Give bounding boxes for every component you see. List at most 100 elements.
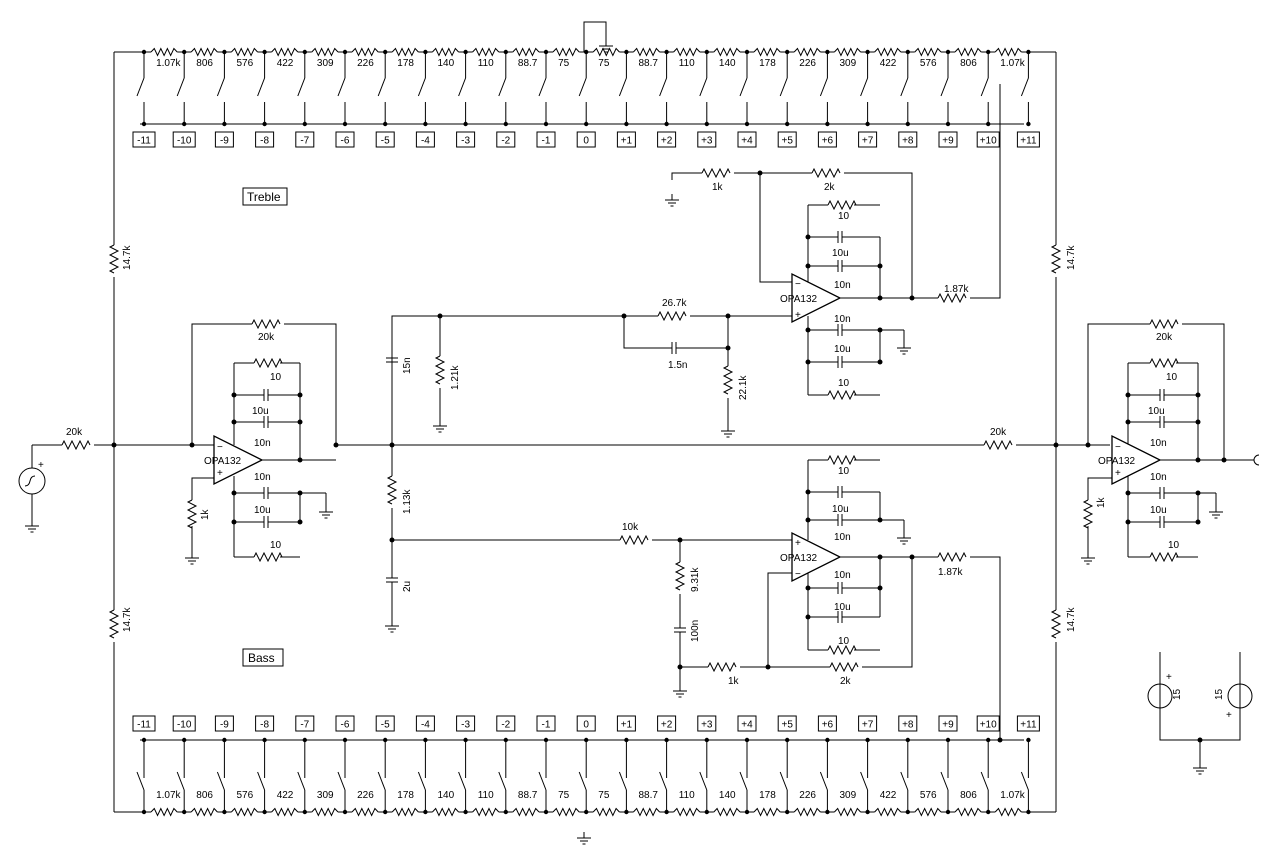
svg-text:+11: +11 xyxy=(1020,720,1037,731)
tone-switch-+9[interactable] xyxy=(940,740,949,812)
tone-switch-+8[interactable] xyxy=(900,52,909,124)
opamp-bass: +− OPA132 xyxy=(780,531,842,583)
tone-switch--5[interactable] xyxy=(377,740,386,812)
svg-text:20k: 20k xyxy=(990,427,1007,438)
tone-switch--1[interactable] xyxy=(538,740,547,812)
tone-switch-+10[interactable] xyxy=(980,740,989,812)
svg-text:10u: 10u xyxy=(834,344,851,355)
switch-position-+2: +2 xyxy=(657,715,677,732)
tone-switch-+2[interactable] xyxy=(659,52,668,124)
switch-position--11: -11 xyxy=(132,715,156,732)
svg-text:10n: 10n xyxy=(834,570,851,581)
svg-text:10u: 10u xyxy=(832,248,849,259)
svg-text:-1: -1 xyxy=(542,136,551,147)
tone-switch--4[interactable] xyxy=(417,740,426,812)
signal-source: + xyxy=(18,460,46,495)
ladder-resistor xyxy=(633,807,660,817)
svg-text:1k: 1k xyxy=(200,508,211,520)
ladder-value-label: 1.07k xyxy=(156,58,181,69)
switch-position--6: -6 xyxy=(335,715,355,732)
tone-switch--8[interactable] xyxy=(257,52,266,124)
switch-position-+6: +6 xyxy=(817,131,837,148)
svg-text:+: + xyxy=(1226,710,1232,721)
svg-text:-10: -10 xyxy=(177,720,192,731)
ladder-value-label: 178 xyxy=(397,790,414,801)
ladder-value-label: 88.7 xyxy=(639,790,659,801)
ladder-resistor xyxy=(432,807,459,817)
tone-switch--2[interactable] xyxy=(498,740,507,812)
tone-switch-+6[interactable] xyxy=(819,740,828,812)
svg-text:10: 10 xyxy=(1168,540,1180,551)
ladder-value-label: 576 xyxy=(237,58,254,69)
svg-text:+3: +3 xyxy=(701,136,713,147)
tone-switch-+7[interactable] xyxy=(860,740,869,812)
tone-switch--2[interactable] xyxy=(498,52,507,124)
switch-position--8: -8 xyxy=(255,715,275,732)
tone-switch--5[interactable] xyxy=(377,52,386,124)
tone-switch-+2[interactable] xyxy=(659,740,668,812)
tone-switch-+10[interactable] xyxy=(980,52,989,124)
tone-switch-+3[interactable] xyxy=(699,740,708,812)
tone-switch-+4[interactable] xyxy=(739,740,748,812)
tone-switch-+1[interactable] xyxy=(618,52,627,124)
ladder-value-label: 75 xyxy=(558,58,570,69)
tone-switch--1[interactable] xyxy=(538,52,547,124)
tone-switch-+5[interactable] xyxy=(779,52,788,124)
tone-switch-+9[interactable] xyxy=(940,52,949,124)
ladder-value-label: 422 xyxy=(880,790,897,801)
svg-text:10: 10 xyxy=(1166,372,1178,383)
tone-switch-+4[interactable] xyxy=(739,52,748,124)
tone-switch--7[interactable] xyxy=(297,52,306,124)
svg-text:10: 10 xyxy=(838,466,850,477)
ladder-resistor xyxy=(512,47,540,57)
svg-text:+9: +9 xyxy=(942,720,954,731)
ladder-value-label: 806 xyxy=(196,58,213,69)
tone-switch--10[interactable] xyxy=(176,740,185,812)
tone-switch-0[interactable] xyxy=(578,52,587,124)
tone-switch--7[interactable] xyxy=(297,740,306,812)
switch-position-+3: +3 xyxy=(697,131,717,148)
ladder-value-label: 576 xyxy=(920,790,937,801)
switch-position-+5: +5 xyxy=(777,131,797,148)
opamp-left: −+ OPA132 xyxy=(204,434,264,486)
svg-text:-2: -2 xyxy=(501,720,510,731)
svg-text:−: − xyxy=(795,569,801,580)
tone-switch-+5[interactable] xyxy=(779,740,788,812)
svg-text:10n: 10n xyxy=(254,472,271,483)
tone-switch-+3[interactable] xyxy=(699,52,708,124)
svg-text:+: + xyxy=(217,468,223,479)
tone-switch-0[interactable] xyxy=(578,740,587,812)
svg-text:14.7k: 14.7k xyxy=(122,245,133,270)
svg-text:26.7k: 26.7k xyxy=(662,298,687,309)
tone-switch--9[interactable] xyxy=(216,52,225,124)
tone-switch--11[interactable] xyxy=(136,740,145,812)
ladder-resistor xyxy=(311,807,339,817)
svg-text:10: 10 xyxy=(838,378,850,389)
tone-switch--10[interactable] xyxy=(176,52,185,124)
tone-switch-+7[interactable] xyxy=(860,52,869,124)
ladder-value-label: 178 xyxy=(759,790,776,801)
ladder-resistor xyxy=(874,47,902,57)
switch-position--5: -5 xyxy=(375,715,395,732)
svg-text:-11: -11 xyxy=(137,136,151,147)
tone-switch--4[interactable] xyxy=(417,52,426,124)
tone-switch--6[interactable] xyxy=(337,740,346,812)
tone-switch-+1[interactable] xyxy=(618,740,627,812)
tone-switch-+8[interactable] xyxy=(900,740,909,812)
ladder-value-label: 110 xyxy=(679,790,695,801)
tone-switch-+11[interactable] xyxy=(1020,52,1029,124)
tone-switch-+6[interactable] xyxy=(819,52,828,124)
tone-switch--3[interactable] xyxy=(458,52,467,124)
tone-switch-+11[interactable] xyxy=(1020,740,1029,812)
tone-switch--6[interactable] xyxy=(337,52,346,124)
ladder-resistor xyxy=(713,807,741,817)
tone-switch--8[interactable] xyxy=(257,740,266,812)
ladder-resistor xyxy=(834,47,861,57)
tone-switch--9[interactable] xyxy=(216,740,225,812)
tone-switch--3[interactable] xyxy=(458,740,467,812)
ladder-value-label: 309 xyxy=(840,58,857,69)
svg-text:+3: +3 xyxy=(701,720,713,731)
tone-switch--11[interactable] xyxy=(136,52,145,124)
svg-text:+5: +5 xyxy=(781,136,793,147)
